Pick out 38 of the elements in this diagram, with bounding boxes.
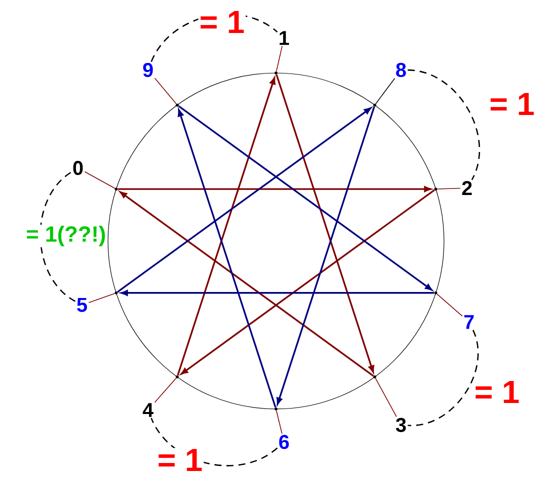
point-label: 9 xyxy=(143,62,153,78)
edge-label: = 1(??!) xyxy=(24,224,108,248)
point-label: 6 xyxy=(279,434,289,450)
edge-label: = 1 xyxy=(488,92,536,116)
leader-line xyxy=(154,78,177,104)
leader-line xyxy=(436,294,463,316)
arrow xyxy=(120,290,434,296)
arrow xyxy=(120,191,374,377)
leader-line xyxy=(276,46,283,72)
leader-line xyxy=(276,410,282,434)
arrow xyxy=(178,105,432,291)
arrow xyxy=(178,109,276,408)
arrow xyxy=(276,74,374,373)
arrow xyxy=(276,106,376,405)
edge-label: = 1 xyxy=(473,380,521,404)
edge-label: = 1 xyxy=(198,10,246,34)
dashed-arc xyxy=(408,69,480,180)
point-label: 1 xyxy=(280,31,290,45)
arrow xyxy=(180,189,435,375)
leader-line xyxy=(375,78,396,104)
point-label: 4 xyxy=(142,403,154,417)
leader-line xyxy=(437,188,461,190)
leader-line xyxy=(154,378,177,403)
leader-line xyxy=(84,171,116,189)
dashed-arc xyxy=(40,172,76,302)
edge-label: = 1 xyxy=(156,448,204,472)
point-label: 2 xyxy=(462,181,472,195)
point-label: 8 xyxy=(396,62,406,78)
arrow xyxy=(117,107,372,293)
arrow xyxy=(176,77,276,376)
point-label: 7 xyxy=(464,315,474,329)
point-label: 0 xyxy=(73,160,83,176)
arrow xyxy=(118,186,432,192)
leader-line xyxy=(88,293,116,303)
point-label: 3 xyxy=(396,418,406,432)
point-label: 5 xyxy=(77,298,88,312)
leader-line xyxy=(375,378,397,418)
dashed-arc xyxy=(408,330,479,426)
